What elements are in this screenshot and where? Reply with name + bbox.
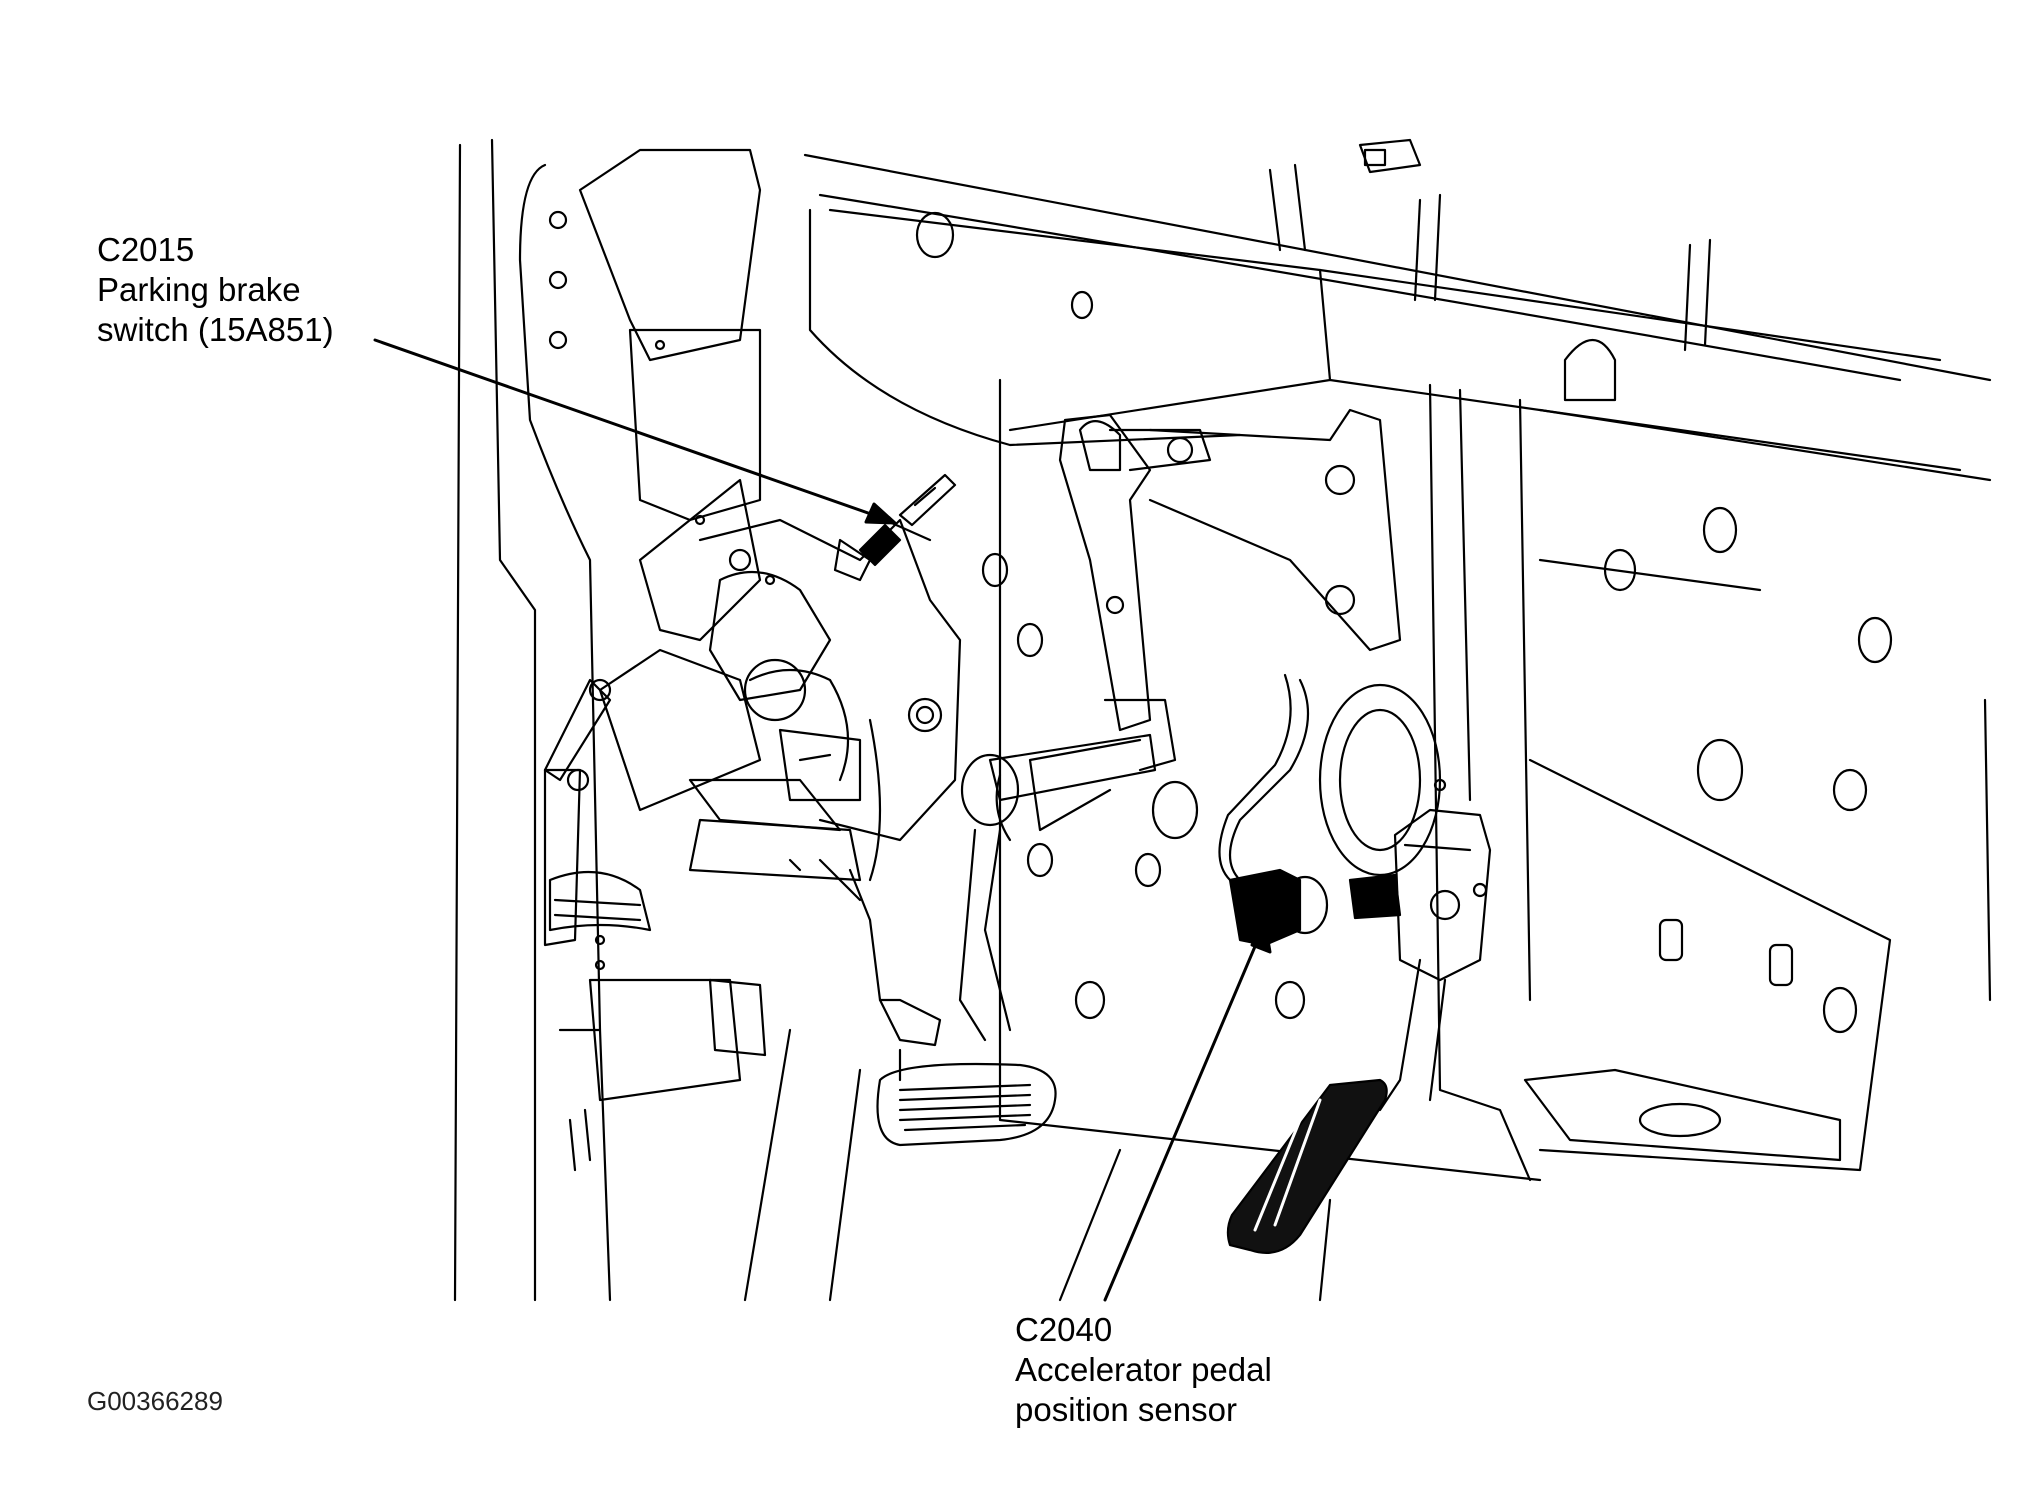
app-sensor-connector — [1218, 673, 1329, 947]
parking-brake-line1: Parking brake — [97, 271, 301, 308]
accelerator-leader-arrow — [1250, 920, 1272, 954]
parking-brake-line2: switch (15A851) — [97, 311, 334, 348]
accelerator-code: C2040 — [1015, 1311, 1113, 1348]
dash-crossbeam — [803, 138, 1992, 472]
accelerator-line2: position sensor — [1015, 1391, 1237, 1428]
parking-brake-code: C2015 — [97, 231, 195, 268]
accelerator-pedal — [1226, 808, 1492, 1254]
firewall-holes — [981, 552, 1442, 1020]
brake-pedal-pad — [876, 1062, 1057, 1147]
accelerator-leader — [1103, 928, 1264, 1302]
parking-brake-leader-arrow — [864, 502, 897, 525]
parking-brake-switch-callout: C2015 Parking brake switch (15A851) — [97, 230, 334, 350]
parking-brake-switch — [858, 473, 957, 567]
parking-brake-mechanism — [543, 478, 962, 1082]
floor-lines — [743, 1028, 1332, 1302]
left-body-panel — [453, 138, 776, 1302]
brake-pedal-arm — [958, 408, 1402, 1042]
accelerator-sensor-callout: C2040 Accelerator pedal position sensor — [1015, 1310, 1272, 1430]
leader-lines — [373, 338, 1272, 1302]
firewall-panel — [998, 378, 1992, 1182]
figure-id: G00366289 — [87, 1386, 223, 1416]
parking-brake-leader — [373, 338, 890, 522]
accelerator-line1: Accelerator pedal — [1015, 1351, 1272, 1388]
